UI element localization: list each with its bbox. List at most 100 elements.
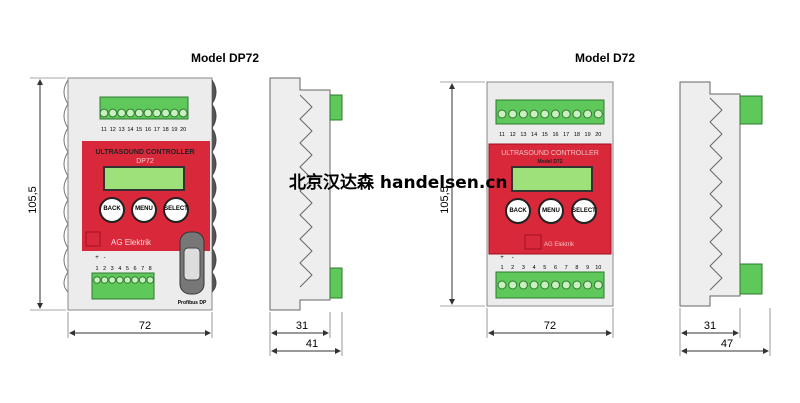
terminal-number: 18	[574, 132, 580, 138]
lcd-display	[511, 166, 593, 192]
terminal-number: 6	[554, 265, 557, 271]
terminal-screw	[497, 280, 507, 290]
terminal-screw	[146, 276, 154, 284]
select-button[interactable]: SELECT	[163, 197, 189, 223]
terminal-number: 10	[595, 265, 601, 271]
back-button[interactable]: BACK	[505, 198, 531, 224]
terminal-number: 2	[511, 265, 514, 271]
terminal-number: 13	[119, 127, 125, 133]
terminal-number: 1	[500, 265, 503, 271]
terminal-polarity: +	[500, 255, 504, 261]
terminal-screw	[518, 280, 528, 290]
terminal-number: 8	[149, 266, 152, 272]
terminal-number: 16	[552, 132, 558, 138]
svg-text:MENU: MENU	[542, 208, 560, 214]
terminal-number: 5	[543, 265, 546, 271]
terminal-screw	[143, 108, 153, 118]
terminal-number: 20	[595, 132, 601, 138]
terminal-number: 7	[565, 265, 568, 271]
brand-logo	[524, 234, 542, 250]
terminal-number: 4	[118, 266, 121, 272]
brand-name: AG Elektrik	[111, 238, 152, 247]
svg-text:BACK: BACK	[509, 208, 527, 214]
terminal-number: 15	[542, 132, 548, 138]
terminal-screw	[572, 280, 582, 290]
terminal-screw	[100, 276, 109, 284]
panel-header: ULTRASOUND CONTROLLER	[95, 149, 194, 156]
terminal-number: 18	[163, 127, 169, 133]
terminal-number: 11	[101, 127, 107, 133]
terminal-number: 11	[499, 132, 505, 138]
terminal-number: 12	[110, 127, 116, 133]
terminal-screw	[540, 280, 550, 290]
terminal-screw	[125, 108, 135, 118]
terminal-number: 14	[531, 132, 537, 138]
panel-model: DP72	[136, 158, 154, 165]
model-title: Model DP72	[191, 51, 259, 65]
side-view-d72	[679, 81, 763, 307]
menu-button[interactable]: MENU	[538, 198, 564, 224]
panel-header: ULTRASOUND CONTROLLER	[501, 150, 599, 157]
terminal-number: 13	[520, 132, 526, 138]
back-button[interactable]: BACK	[99, 197, 125, 223]
select-button[interactable]: SELECT	[571, 198, 597, 224]
terminal-screw	[561, 109, 571, 119]
terminal-polarity: +	[95, 255, 99, 261]
terminal-number: 3	[522, 265, 525, 271]
terminal-screw	[518, 109, 528, 119]
model-title: Model D72	[575, 51, 635, 65]
terminal-number: 4	[533, 265, 536, 271]
terminal-screw	[508, 109, 518, 119]
terminal-screw	[178, 108, 188, 118]
terminal-number: 17	[154, 127, 160, 133]
side-view-dp72	[269, 77, 343, 311]
height-dimension: 105,5	[439, 186, 451, 214]
panel-model: Model D72	[537, 159, 562, 165]
depth-total-dimension: 47	[721, 338, 733, 350]
terminal-screw	[583, 109, 593, 119]
terminal-number: 19	[171, 127, 177, 133]
connector-socket	[183, 247, 201, 281]
terminal-number: 2	[103, 266, 106, 272]
terminal-screw	[593, 280, 603, 290]
terminal-number: 19	[585, 132, 591, 138]
terminal-screw	[108, 276, 116, 284]
terminal-number: 6	[133, 266, 136, 272]
terminal-screw	[152, 108, 162, 118]
terminal-screw	[508, 280, 518, 290]
terminal-screw	[93, 276, 101, 284]
terminal-screw	[161, 108, 171, 118]
terminal-screw	[138, 276, 147, 284]
terminal-screw	[529, 109, 539, 119]
terminal-screw	[593, 109, 603, 119]
terminal-screw	[583, 280, 593, 290]
terminal-number: 14	[127, 127, 133, 133]
terminal-screw	[572, 109, 582, 119]
terminal-number: 20	[180, 127, 186, 133]
terminal-screw	[134, 108, 144, 118]
depth-body-dimension: 31	[704, 320, 716, 332]
terminal-screw	[529, 280, 539, 290]
depth-total-dimension: 41	[306, 338, 318, 350]
terminal-screw	[170, 108, 179, 118]
height-dimension: 105,5	[27, 186, 39, 214]
svg-text:SELECT: SELECT	[164, 206, 188, 212]
svg-text:BACK: BACK	[103, 206, 121, 212]
brand-name: AG Elektrik	[544, 242, 575, 248]
terminal-screw	[551, 109, 560, 119]
terminal-number: 17	[563, 132, 569, 138]
lcd-display	[103, 166, 185, 191]
menu-button[interactable]: MENU	[131, 197, 157, 223]
terminal-number: 7	[141, 266, 144, 272]
terminal-screw	[551, 280, 560, 290]
terminal-polarity: -	[104, 255, 106, 261]
brand-logo	[85, 231, 101, 247]
svg-text:MENU: MENU	[135, 206, 153, 212]
housing-ribs-left	[63, 79, 69, 293]
terminal-number: 9	[586, 265, 589, 271]
width-dimension: 72	[139, 320, 151, 332]
